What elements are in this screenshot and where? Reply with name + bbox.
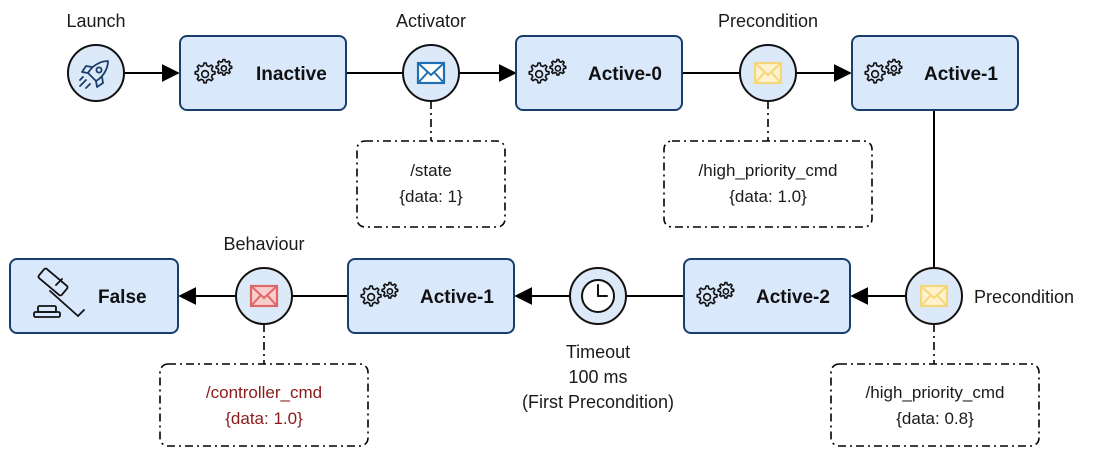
state-label: False bbox=[98, 287, 147, 308]
envelope-icon bbox=[919, 284, 949, 308]
precondition-node-right bbox=[905, 267, 963, 325]
launch-node bbox=[67, 44, 125, 102]
note-data: {data: 1.0} bbox=[729, 187, 807, 206]
timeout-label: Timeout bbox=[566, 342, 630, 362]
activator-label: Activator bbox=[396, 11, 466, 31]
note-data: {data: 1.0} bbox=[225, 409, 303, 428]
launch-label: Launch bbox=[66, 11, 125, 31]
rocket-icon bbox=[79, 60, 109, 89]
state-label: Active-1 bbox=[420, 287, 494, 308]
state-label: Active-0 bbox=[588, 64, 662, 85]
behaviour-node bbox=[235, 267, 293, 325]
state-active-0: Active-0 bbox=[515, 35, 683, 111]
envelope-icon bbox=[753, 61, 783, 85]
envelope-icon bbox=[416, 61, 446, 85]
note-high-priority-1: /high_priority_cmd {data: 1.0} bbox=[663, 140, 873, 228]
state-active-1-top: Active-1 bbox=[851, 35, 1019, 111]
state-active-2: Active-2 bbox=[683, 258, 851, 334]
activator-node bbox=[402, 44, 460, 102]
envelope-icon bbox=[249, 284, 279, 308]
note-topic: /controller_cmd bbox=[206, 383, 322, 402]
note-data: {data: 0.8} bbox=[896, 409, 974, 428]
timeout-note: (First Precondition) bbox=[522, 392, 674, 412]
state-label: Inactive bbox=[256, 64, 327, 85]
timeout-duration: 100 ms bbox=[568, 367, 627, 387]
clock-icon bbox=[581, 279, 615, 313]
precondition-label-right: Precondition bbox=[974, 287, 1074, 307]
note-topic: /state bbox=[410, 161, 452, 180]
precondition-node-top bbox=[739, 44, 797, 102]
connectors bbox=[125, 64, 935, 305]
behaviour-label: Behaviour bbox=[223, 234, 304, 254]
note-state: /state {data: 1} bbox=[356, 140, 506, 228]
note-high-priority-2: /high_priority_cmd {data: 0.8} bbox=[830, 363, 1040, 447]
gavel-icon bbox=[33, 267, 85, 318]
timeout-node bbox=[569, 267, 627, 325]
state-label: Active-2 bbox=[756, 287, 830, 308]
note-connectors bbox=[263, 101, 935, 364]
note-data: {data: 1} bbox=[399, 187, 463, 206]
state-label: Active-1 bbox=[924, 64, 998, 85]
precondition-label-top: Precondition bbox=[718, 11, 818, 31]
state-active-1-bottom: Active-1 bbox=[347, 258, 515, 334]
note-topic: /high_priority_cmd bbox=[699, 161, 838, 180]
state-inactive: Inactive bbox=[179, 35, 347, 111]
state-false: False bbox=[9, 258, 179, 334]
note-topic: /high_priority_cmd bbox=[866, 383, 1005, 402]
note-controller: /controller_cmd {data: 1.0} bbox=[159, 363, 369, 447]
